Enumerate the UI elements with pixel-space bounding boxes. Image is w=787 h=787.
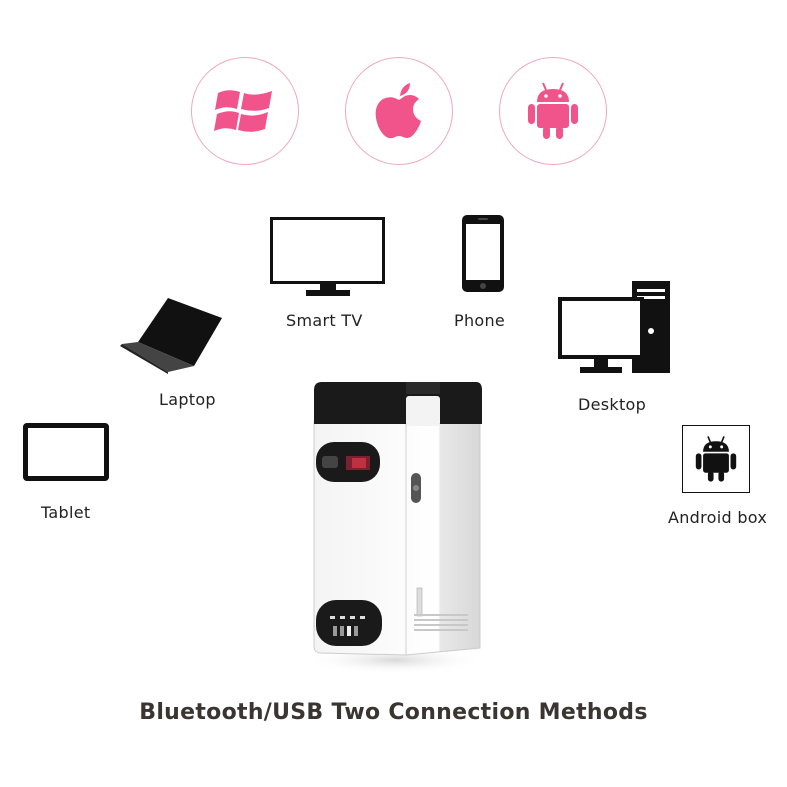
apple-logo-icon <box>375 83 421 139</box>
windows-logo-icon <box>214 90 272 132</box>
android-box-label: Android box <box>668 508 768 527</box>
android-logo-circle <box>499 57 607 165</box>
desktop-label: Desktop <box>578 395 647 414</box>
headline: Bluetooth/USB Two Connection Methods <box>139 700 648 725</box>
desktop-icon <box>558 281 670 373</box>
smart-tv-icon <box>270 217 385 296</box>
tablet-label: Tablet <box>41 503 91 522</box>
android-box-frame <box>682 425 750 493</box>
windows-logo-circle <box>191 57 299 165</box>
phone-label: Phone <box>454 311 506 330</box>
android-logo-icon <box>528 82 578 139</box>
android-box-icon <box>695 436 737 482</box>
laptop-label: Laptop <box>159 390 216 409</box>
laptop-icon <box>120 298 222 374</box>
phone-icon <box>462 215 504 292</box>
projection-keyboard-device <box>305 382 485 674</box>
smart-tv-label: Smart TV <box>286 311 363 330</box>
tablet-icon <box>23 423 109 481</box>
apple-logo-circle <box>345 57 453 165</box>
